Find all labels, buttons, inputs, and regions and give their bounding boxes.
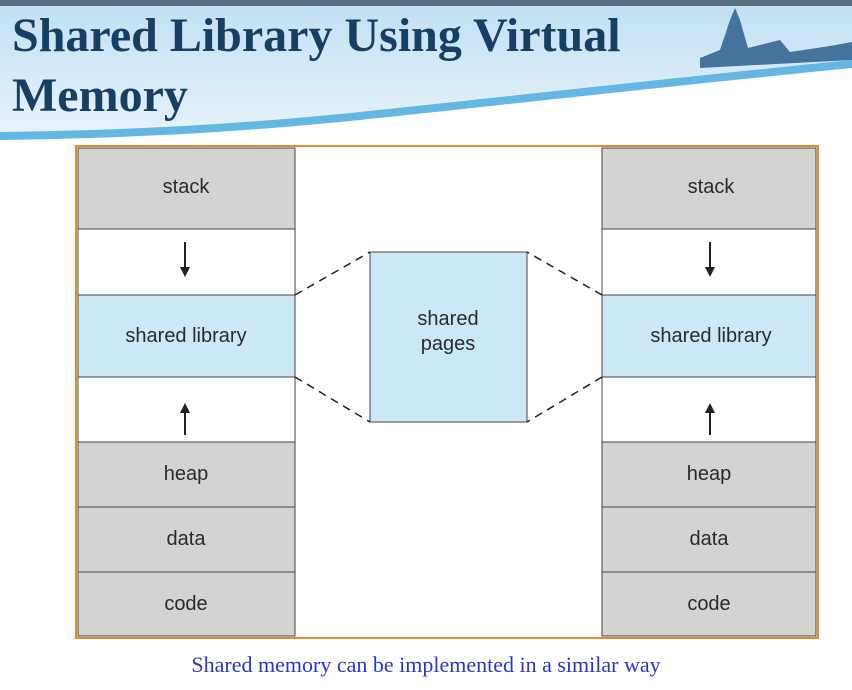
title-line-1: Shared Library Using Virtual	[12, 9, 621, 62]
castle-icon	[700, 8, 852, 68]
slide-title: Shared Library Using Virtual Memory	[12, 6, 621, 126]
left-heap-up-arrow	[180, 403, 190, 435]
left-shared-library-label: shared library	[125, 325, 246, 347]
right-shared-library-segment	[601, 294, 817, 378]
shared-library-diagram: stack shared library heap data code stac…	[75, 145, 819, 639]
left-stack-down-arrow	[180, 242, 190, 277]
right-shared-library-label: shared library	[650, 325, 771, 347]
title-line-2: Memory	[12, 69, 188, 122]
left-stack-label: stack	[163, 176, 211, 198]
left-shared-library-segment	[77, 294, 296, 378]
shared-pages-box	[369, 251, 528, 423]
shared-pages-label-line-2: pages	[421, 333, 476, 355]
right-heap-label: heap	[687, 463, 732, 485]
right-stack-segment	[601, 147, 817, 230]
right-heap-segment	[601, 441, 817, 508]
left-stack-segment	[77, 147, 296, 230]
right-code-segment	[601, 571, 817, 637]
left-code-label: code	[164, 593, 207, 615]
shared-pages-label-line-1: shared	[417, 308, 478, 330]
left-code-segment	[77, 571, 296, 637]
header-banner	[0, 0, 852, 140]
right-process-address-space: stack shared library heap data code	[601, 147, 817, 637]
slide-caption: Shared memory can be implemented in a si…	[191, 652, 661, 677]
left-data-label: data	[167, 528, 207, 550]
left-heap-label: heap	[164, 463, 209, 485]
right-code-label: code	[687, 593, 730, 615]
right-data-label: data	[690, 528, 730, 550]
right-stack-down-arrow	[705, 242, 715, 277]
right-heap-up-arrow	[705, 403, 715, 435]
right-stack-label: stack	[688, 176, 736, 198]
left-process-address-space: stack shared library heap data code	[77, 147, 296, 637]
right-data-segment	[601, 506, 817, 573]
shared-pages-block: shared pages	[369, 251, 528, 423]
mapping-dashed-lines	[294, 251, 603, 423]
